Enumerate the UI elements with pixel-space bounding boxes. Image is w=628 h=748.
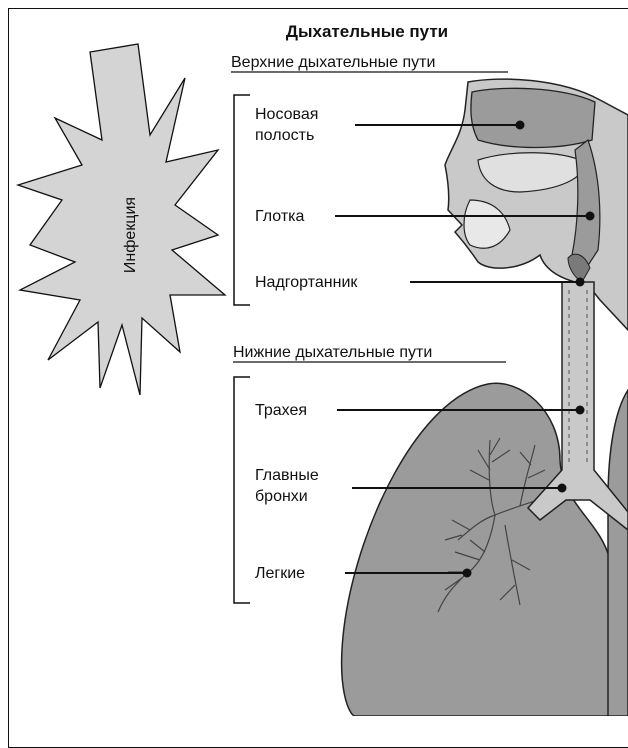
label-lungs: Легкие (255, 565, 305, 582)
respiratory-diagram: Инфекция Дыхательные пути Верхние дыхате… (0, 0, 628, 716)
label-epiglottis: Надгортанник (255, 274, 358, 291)
label-bronchi-line1: Главные (255, 467, 319, 484)
upper-airways-heading: Верхние дыхательные пути (231, 54, 435, 71)
lower-bracket (234, 377, 250, 603)
marker-epiglottis (576, 278, 585, 287)
label-pharynx: Глотка (255, 208, 305, 225)
nasal-cavity (471, 88, 595, 147)
label-trachea: Трахея (255, 402, 307, 419)
diagram-canvas: Инфекция Дыхательные пути Верхние дыхате… (0, 0, 628, 716)
label-bronchi-line2: бронхи (255, 488, 308, 505)
marker-nasal-cavity (516, 121, 525, 130)
marker-lungs (463, 569, 472, 578)
lower-airways-heading: Нижние дыхательные пути (233, 344, 432, 361)
marker-pharynx (586, 212, 595, 221)
diagram-title: Дыхательные пути (286, 22, 448, 41)
label-nasal-cavity-line2: полость (255, 127, 314, 144)
marker-bronchi (558, 484, 567, 493)
marker-trachea (576, 406, 585, 415)
label-nasal-cavity-line1: Носовая (255, 106, 318, 123)
left-lung (608, 390, 628, 716)
upper-bracket (234, 95, 250, 305)
infection-label: Инфекция (122, 197, 139, 273)
